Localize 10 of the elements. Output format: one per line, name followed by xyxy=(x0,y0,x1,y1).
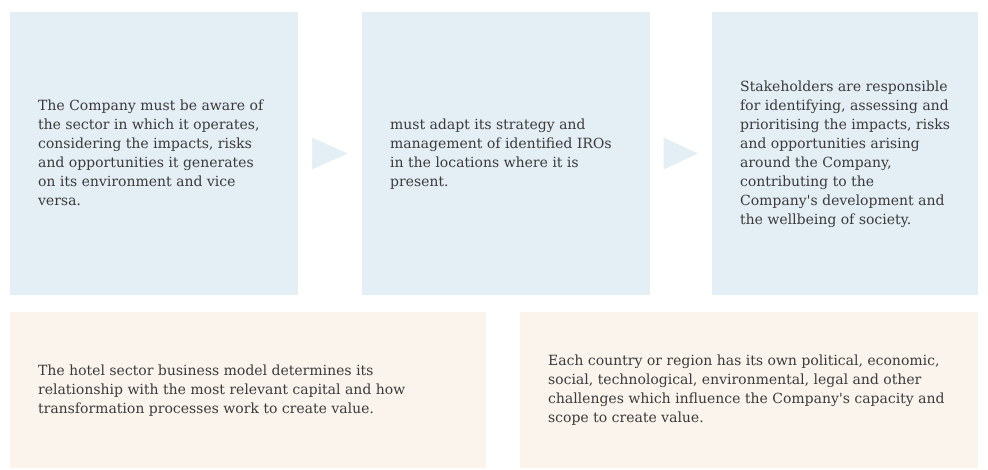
description-text: The hotel sector business model determines its relationship with the most relevant capital and how transformation processes work to create value. xyxy=(38,362,406,418)
description-text: Stakeholders are responsible for identifying, assessing and prioritising the impacts, risks and opportunities arising around the Company, contributing to the Company's development and the wellbeing of society. xyxy=(740,78,950,230)
description-text: Each country or region has its own political, economic, social, technological, environmental, legal and other challenges which influence the Company's capacity and scope to create value. xyxy=(548,352,946,428)
text-box xyxy=(712,12,978,295)
text-box xyxy=(10,12,298,295)
text-box xyxy=(362,12,650,295)
arrow xyxy=(664,138,698,170)
description-text: The Company must be aware of the sector in which it operates, considering the impacts, risks and opportunities it generates on its environment and vice versa. xyxy=(38,96,265,210)
arrow xyxy=(312,138,348,170)
description-text: must adapt its strategy and management of identified IROs in the locations where it is present. xyxy=(390,116,613,192)
